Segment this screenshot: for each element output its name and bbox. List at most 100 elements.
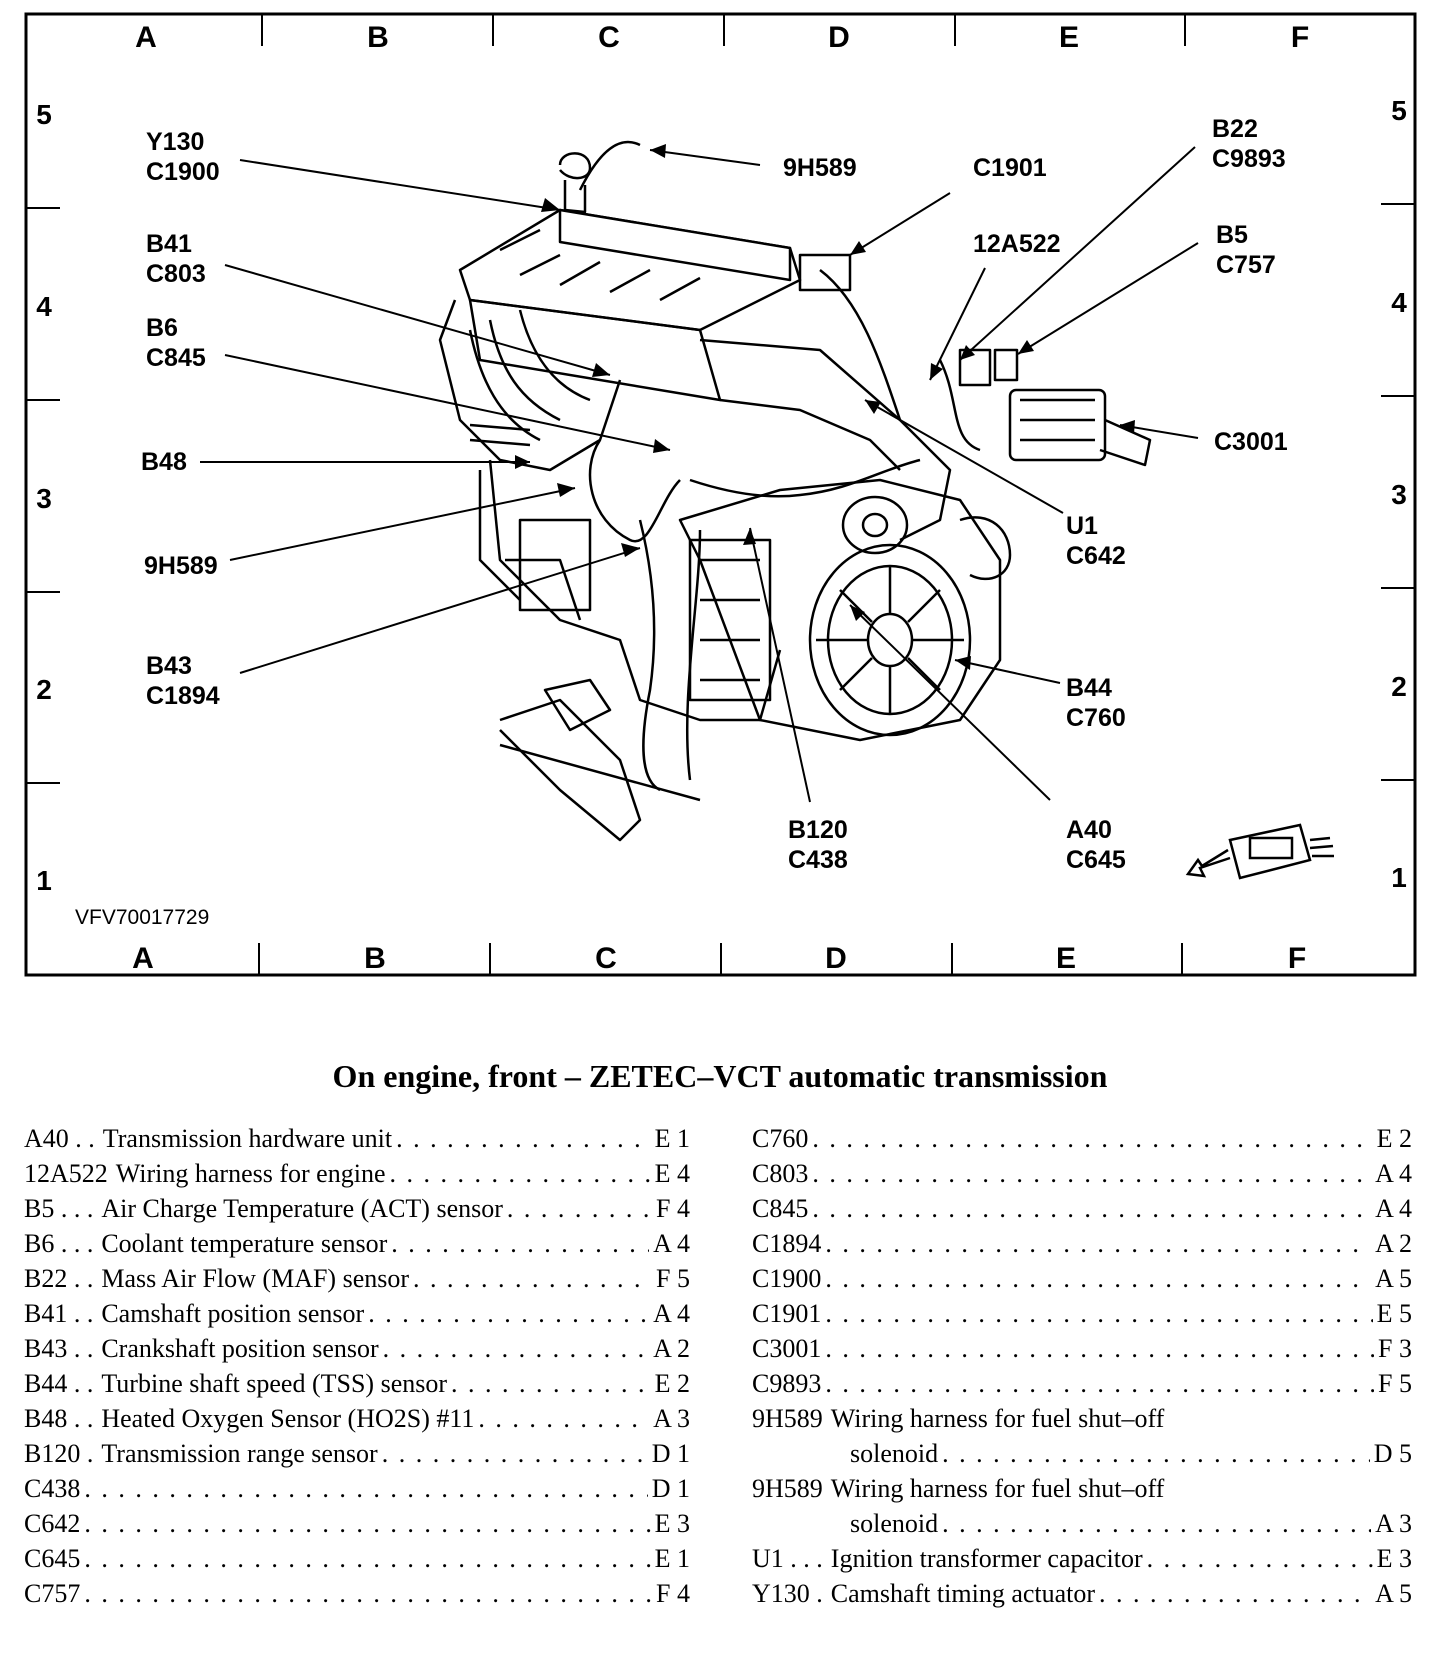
legend-code: C757 bbox=[24, 1579, 81, 1608]
legend-entry: B120 .Transmission range sensorD 1 bbox=[24, 1439, 690, 1474]
legend-leader-dots bbox=[389, 1159, 650, 1189]
legend-code: B5 . . . bbox=[24, 1194, 94, 1223]
legend-leader-dots bbox=[825, 1369, 1374, 1399]
leader-lines bbox=[200, 146, 1199, 803]
legend-description: solenoid bbox=[850, 1509, 939, 1538]
legend-entry-continuation: solenoidD 5 bbox=[752, 1439, 1412, 1474]
legend-code: 12A522 bbox=[24, 1159, 108, 1188]
legend-leader-dots bbox=[942, 1509, 1371, 1539]
legend-leader-dots bbox=[1147, 1544, 1373, 1574]
legend-grid-location: E 1 bbox=[654, 1544, 690, 1573]
legend-leader-dots bbox=[84, 1544, 650, 1574]
legend-grid-location: A 4 bbox=[653, 1299, 690, 1328]
legend-code: C438 bbox=[24, 1474, 81, 1503]
grid-row-left-5: 5 bbox=[36, 99, 52, 130]
legend-grid-location: A 4 bbox=[1375, 1159, 1412, 1188]
legend-grid-location: A 4 bbox=[653, 1229, 690, 1258]
legend-leader-dots bbox=[825, 1299, 1372, 1329]
legend-entry: C760 E 2 bbox=[752, 1124, 1412, 1159]
legend-grid-location: E 2 bbox=[1376, 1124, 1412, 1153]
grid-row-right-3: 3 bbox=[1391, 479, 1407, 510]
legend-leader-dots bbox=[84, 1509, 650, 1539]
callout-c3001: C3001 bbox=[1214, 428, 1288, 456]
legend-code: C760 bbox=[752, 1124, 809, 1153]
legend-leader-dots bbox=[1099, 1579, 1371, 1609]
grid-col-bottom-b: B bbox=[364, 942, 386, 975]
legend-entry: B6 . . .Coolant temperature sensorA 4 bbox=[24, 1229, 690, 1264]
legend-grid-location: F 4 bbox=[656, 1579, 690, 1608]
grid-col-top-a: A bbox=[135, 21, 157, 54]
legend-leader-dots bbox=[368, 1299, 649, 1329]
legend-code: C642 bbox=[24, 1509, 81, 1538]
legend-entry: C438D 1 bbox=[24, 1474, 690, 1509]
legend-grid-location: F 3 bbox=[1378, 1334, 1412, 1363]
legend-leader-dots bbox=[382, 1439, 648, 1469]
legend-description: Transmission range sensor bbox=[101, 1439, 378, 1468]
legend-code: 9H589 bbox=[752, 1404, 823, 1433]
callout-b48: B48 bbox=[141, 448, 187, 476]
grid-row-right-4: 4 bbox=[1391, 287, 1407, 318]
legend-description: Transmission hardware unit bbox=[102, 1124, 393, 1153]
legend-left-column: A40 . .Transmission hardware unit E 1 12A5… bbox=[24, 1124, 690, 1614]
legend-code: A40 . . bbox=[24, 1124, 95, 1153]
legend-description: Camshaft timing actuator bbox=[830, 1579, 1096, 1608]
legend-description: Turbine shaft speed (TSS) sensor bbox=[101, 1369, 448, 1398]
grid-col-top-f: F bbox=[1291, 21, 1309, 54]
legend-grid-location: E 2 bbox=[654, 1369, 690, 1398]
legend-leader-dots bbox=[825, 1264, 1371, 1294]
legend-code: U1 . . . bbox=[752, 1544, 823, 1573]
legend-description: Wiring harness for engine bbox=[115, 1159, 386, 1188]
callout-9h589-left: 9H589 bbox=[144, 552, 218, 580]
grid-col-bottom-a: A bbox=[132, 942, 154, 975]
legend-grid-location: F 5 bbox=[656, 1264, 690, 1293]
legend-leader-dots bbox=[812, 1159, 1371, 1189]
legend-entry: B5 . . .Air Charge Temperature (ACT) sen… bbox=[24, 1194, 690, 1229]
grid-col-bottom-e: E bbox=[1056, 942, 1076, 975]
legend-entry: C3001 F 3 bbox=[752, 1334, 1412, 1369]
grid-row-right-5: 5 bbox=[1391, 95, 1407, 126]
legend-entry: C757 F 4 bbox=[24, 1579, 690, 1614]
legend-leader-dots bbox=[396, 1124, 650, 1154]
legend-entry: B44 . .Turbine shaft speed (TSS) sensorE… bbox=[24, 1369, 690, 1404]
legend-grid-location: A 5 bbox=[1375, 1264, 1412, 1293]
legend-code: C1901 bbox=[752, 1299, 822, 1328]
legend-code: C3001 bbox=[752, 1334, 822, 1363]
legend-leader-dots bbox=[825, 1334, 1374, 1364]
grid-col-bottom-f: F bbox=[1288, 942, 1306, 975]
legend-grid-location: D 5 bbox=[1373, 1439, 1412, 1468]
legend-entry: C9893F 5 bbox=[752, 1369, 1412, 1404]
legend-entry: C845A 4 bbox=[752, 1194, 1412, 1229]
legend-grid-location: A 5 bbox=[1375, 1579, 1412, 1608]
legend-entry: C1900A 5 bbox=[752, 1264, 1412, 1299]
legend-code: B41 . . bbox=[24, 1299, 94, 1328]
legend-leader-dots bbox=[812, 1124, 1372, 1154]
legend-code: Y130 . bbox=[752, 1579, 823, 1608]
legend-description: Crankshaft position sensor bbox=[101, 1334, 379, 1363]
grid-col-top-b: B bbox=[367, 21, 389, 54]
legend-description: Ignition transformer capacitor bbox=[830, 1544, 1143, 1573]
legend-entry: U1 . . .Ignition transformer capacitorE … bbox=[752, 1544, 1412, 1579]
legend-leader-dots bbox=[84, 1579, 652, 1609]
legend-code: B22 . . bbox=[24, 1264, 94, 1293]
legend-description: Air Charge Temperature (ACT) sensor bbox=[101, 1194, 503, 1223]
grid-column-ticks bbox=[258, 14, 1186, 975]
legend-description: Wiring harness for fuel shut–off bbox=[830, 1404, 1165, 1433]
grid-row-right-2: 2 bbox=[1391, 671, 1407, 702]
legend-code: C803 bbox=[752, 1159, 809, 1188]
legend-entry: B41 . .Camshaft position sensorA 4 bbox=[24, 1299, 690, 1334]
grid-col-top-c: C bbox=[598, 21, 620, 54]
legend-code: 9H589 bbox=[752, 1474, 823, 1503]
grid-row-right-1: 1 bbox=[1391, 862, 1407, 893]
legend-entry: C1901E 5 bbox=[752, 1299, 1412, 1334]
grid-row-left-4: 4 bbox=[36, 291, 52, 322]
legend-grid-location: A 4 bbox=[1375, 1194, 1412, 1223]
legend-right-column: C760E 2C803A 4C845A 4C1894A 2C1900A 5C19… bbox=[752, 1124, 1412, 1614]
